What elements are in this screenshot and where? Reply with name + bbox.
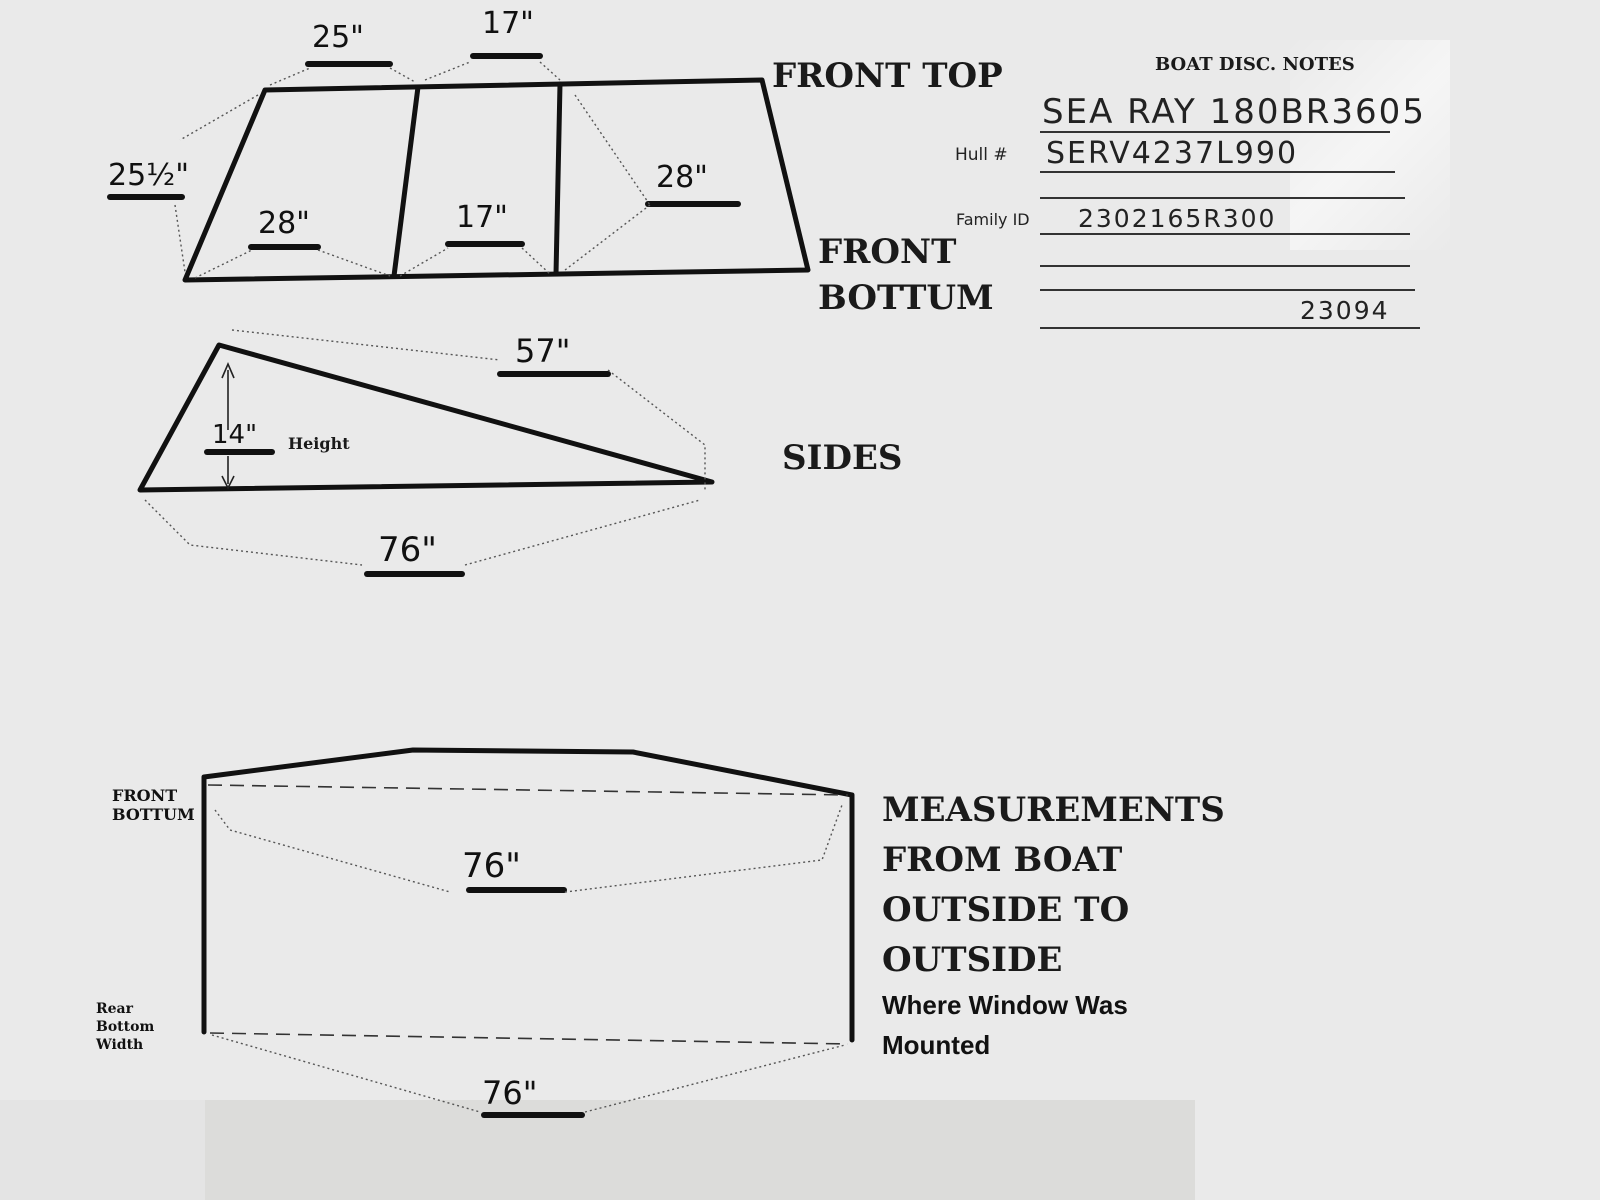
tape-strip: [205, 1100, 1195, 1200]
caption-line-3: OUTSIDE TO: [882, 890, 1130, 930]
notes-number: 23094: [1300, 296, 1390, 325]
bottom-front-label: FRONT BOTTUM: [112, 786, 195, 824]
sides-triangle: [137, 342, 715, 493]
bottom-panel: [201, 747, 855, 1043]
dim-sides-base: 76": [378, 530, 437, 570]
dim-front-right-panel: 28": [656, 160, 708, 195]
dim-bottom-top-width: 76": [462, 846, 521, 886]
sides-label: SIDES: [782, 438, 903, 478]
caption-line-4: OUTSIDE: [882, 940, 1063, 980]
front-divider-left: [391, 84, 421, 279]
notes-family-label: Family ID: [956, 210, 1030, 229]
sides-height-label: Height: [288, 434, 350, 453]
notes-model: SEA RAY 180BR3605: [1042, 92, 1426, 132]
front-bottom-label-2: BOTTUM: [818, 278, 994, 318]
dim-front-bottom-mid: 17": [456, 200, 508, 235]
front-bottom-label-1: FRONT: [818, 232, 957, 272]
dim-sides-height: 14": [212, 420, 258, 450]
caption-line-2: FROM BOAT: [882, 840, 1123, 880]
tape-glare: [1290, 40, 1450, 250]
dim-front-bottom-left: 28": [258, 206, 310, 241]
dim-front-top-left: 25": [312, 20, 364, 55]
dim-bottom-bottom-width: 76": [482, 1074, 538, 1112]
dim-front-top-mid: 17": [482, 6, 534, 41]
caption-line-1: MEASUREMENTS: [882, 790, 1225, 830]
front-divider-right: [553, 81, 563, 277]
notes-hull-value: SERV4237L990: [1046, 136, 1299, 171]
bottom-rear-label: Rear Bottom Width: [96, 1001, 155, 1053]
tape-strip-left: [0, 1100, 205, 1200]
caption-sub-2: Mounted: [882, 1030, 991, 1060]
dim-front-left-side: 25½": [108, 158, 190, 193]
notes-header: BOAT DISC. NOTES: [1155, 54, 1355, 75]
dim-sides-hyp: 57": [515, 332, 571, 370]
caption-sub-1: Where Window Was: [882, 990, 1128, 1020]
notes-hull-label: Hull #: [955, 145, 1008, 165]
notes-family-value: 2302165R300: [1078, 204, 1277, 233]
front-trapezoid: [182, 77, 811, 283]
front-top-label: FRONT TOP: [772, 56, 1003, 96]
